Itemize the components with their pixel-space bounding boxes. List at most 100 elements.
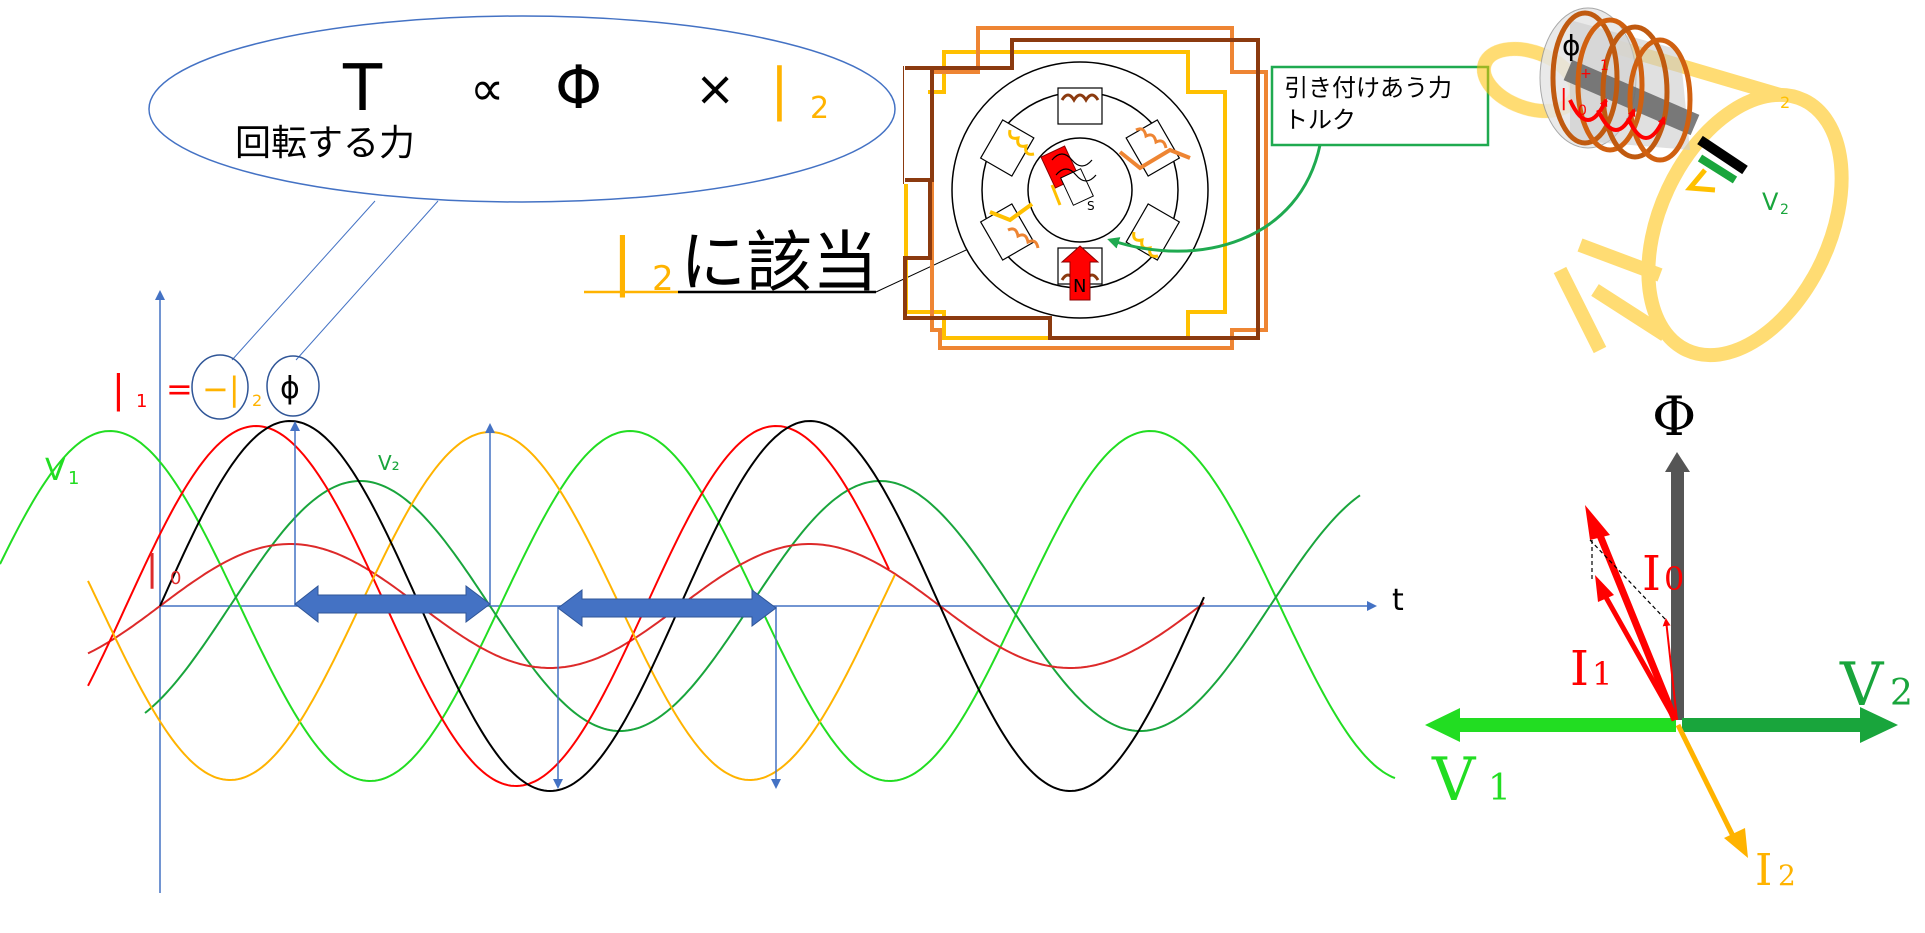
- i1-phasor-label: I: [1570, 641, 1589, 697]
- v2-label: V₂: [378, 451, 400, 475]
- i0-dashed-1: [1589, 539, 1667, 621]
- quarter-period-arrow-1: [294, 584, 491, 624]
- rotor: S: [1040, 145, 1097, 213]
- i2-note-text: に該当: [680, 224, 878, 301]
- rotor-yellow-arrow: [1050, 184, 1062, 206]
- callout-leader-to-phi: [295, 200, 439, 361]
- winding-1: [1550, 10, 1620, 146]
- winding-3: [1600, 24, 1670, 160]
- v1-wave: [0, 429, 1396, 783]
- current-arrows: [1568, 98, 1666, 140]
- torque-callout-box: [1270, 65, 1490, 147]
- v2-phasor-shaft: [1682, 718, 1864, 732]
- i1-formula-equals: =: [166, 370, 193, 408]
- i1-phasor-shaft: [1593, 526, 1679, 722]
- frame-gap: [904, 66, 928, 184]
- i1-phasor-head: [1585, 505, 1610, 540]
- i1-phasor-sub: 1: [1592, 655, 1612, 693]
- v1-phasor-sub: 1: [1488, 768, 1511, 809]
- v1-phasor-shaft: [1458, 718, 1676, 732]
- coil-i2-label: 2: [1780, 93, 1790, 112]
- i2-note: | 2 に該当: [584, 209, 1053, 301]
- transformer-coil-3d: ϕ + 1 | 0 2 V 2: [1476, 7, 1849, 363]
- v2-arrow-green: [1697, 154, 1738, 184]
- i2-note-letter: |: [612, 225, 633, 299]
- frame-left-brown: [905, 66, 934, 182]
- n-pole-label: N: [1073, 276, 1086, 297]
- i1-formula-circle-i2: [191, 354, 249, 420]
- winding-4: [1627, 37, 1693, 163]
- coil-i0-label: 0: [1578, 103, 1587, 119]
- pole-bottom-right: [1125, 203, 1181, 261]
- torque-callout-line2: トルク: [1284, 106, 1356, 134]
- i2-arrow-yellow: [1684, 168, 1716, 193]
- coil-i-letter: |: [1560, 86, 1567, 111]
- v1-phasor-head: [1425, 708, 1460, 742]
- cylinder-edge-bottom: [1591, 284, 1669, 341]
- current-arrow-1: [1568, 98, 1608, 122]
- v1-label: V: [45, 453, 66, 488]
- rotor-magnet-white: [1060, 168, 1094, 206]
- torque-callout-pointer: [1107, 144, 1322, 253]
- winding-2: [1575, 17, 1645, 153]
- i2-phasor-label: I: [1755, 845, 1772, 896]
- stator-poles: [979, 87, 1181, 285]
- v2-phasor-head: [1860, 707, 1898, 743]
- i1-formula-i2-sub: 2: [252, 391, 262, 410]
- equation-proportional: ∝: [470, 61, 504, 117]
- equation-times: ×: [695, 61, 735, 117]
- phi-phasor-label: Φ: [1652, 385, 1696, 448]
- winding-orange-right: [1118, 147, 1191, 171]
- pole-top: [1057, 87, 1103, 125]
- i1-formula-circle-phi: [266, 355, 320, 417]
- motor-cross-section: S N 引き付けあう力 トルク: [903, 26, 1490, 350]
- i1-formula-letter: |: [112, 367, 125, 412]
- phi-phasor-head: [1665, 452, 1690, 472]
- current-arrow-2: [1596, 108, 1636, 132]
- equation-ellipse: [148, 15, 896, 203]
- cylinder-front-rim: [1641, 87, 1849, 363]
- i1-formula-phi: ϕ: [280, 371, 300, 406]
- winding-yellow-left: [989, 202, 1034, 223]
- coil-v2-sub: 2: [1780, 202, 1789, 218]
- v1-label-sub: 1: [68, 468, 79, 489]
- v2-phasor-label: V: [1839, 650, 1885, 720]
- rotor-winding: [1051, 153, 1093, 167]
- coil-v2-label: V: [1762, 188, 1779, 216]
- coil-top: [1060, 93, 1100, 103]
- coil-bottom-left: [1007, 227, 1040, 249]
- coil-top-right: [1135, 127, 1168, 149]
- i1-inner-head: [1595, 575, 1614, 602]
- v2-phasor-sub: 2: [1890, 673, 1913, 714]
- cylinder-edge-left: [1553, 266, 1607, 354]
- n-pole-arrow: [1060, 245, 1100, 301]
- waveform-plot: t V 1 V₂ | 0 | 1 = −| 2 ϕ: [0, 290, 1404, 893]
- i1-inner-shaft: [1600, 590, 1678, 722]
- rotor-s-label: S: [1087, 199, 1095, 213]
- phi-phasor-shaft: [1671, 470, 1684, 720]
- i0-wave: [87, 543, 1205, 669]
- cylinder-edge-mid: [1577, 238, 1663, 282]
- i1-formula-sub: 1: [136, 391, 147, 412]
- rotor-winding-2: [1055, 168, 1097, 182]
- i2-phasor-shaft: [1675, 723, 1738, 842]
- torque-equation-callout: T ∝ Φ × | 2 回転する力: [148, 15, 896, 361]
- i2-phasor-sub: 2: [1778, 859, 1796, 892]
- quarter-period-arrow-2: [557, 589, 777, 627]
- equation-phi: Φ: [555, 53, 602, 123]
- current-arrow-3: [1626, 116, 1666, 140]
- time-axis-label: t: [1392, 583, 1404, 618]
- coil-plus-label: +: [1580, 66, 1592, 82]
- equation-i2-sub: 2: [810, 91, 829, 126]
- i1-formula-minus-i2: −|: [202, 370, 240, 408]
- coil-i1-label: 1: [1600, 58, 1609, 74]
- equation-i2-letter: |: [770, 57, 789, 122]
- pole-top-left: [979, 119, 1035, 177]
- coil-top-left: [1008, 129, 1035, 156]
- i2-phasor-head: [1724, 828, 1748, 858]
- v1-phasor-label: V: [1431, 745, 1477, 815]
- i1-wave: [87, 424, 890, 788]
- phasor-diagram: Φ V 1 V 2 I 2 I 1 I 0: [1425, 385, 1913, 896]
- equation-caption: 回転する力: [235, 123, 415, 164]
